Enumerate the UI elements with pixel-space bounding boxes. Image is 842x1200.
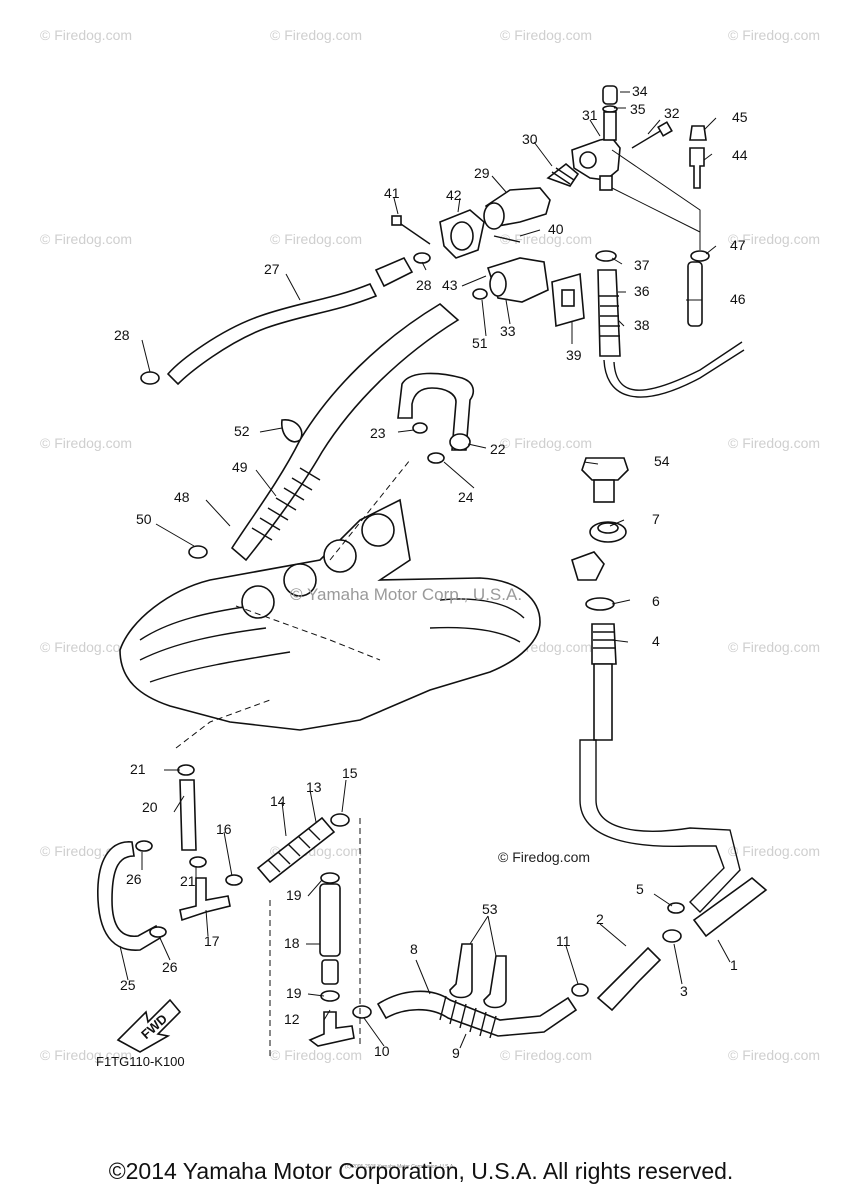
- watermark-text: © Firedog.com: [500, 1047, 592, 1063]
- part-number-label: 41: [384, 185, 400, 201]
- part-number-label: 18: [284, 935, 300, 951]
- watermark-text: © Firedog.com: [40, 639, 132, 655]
- watermark-text: © Firedog.com: [728, 843, 820, 859]
- part-number-label: 33: [500, 323, 516, 339]
- part-number-label: 6: [652, 593, 660, 609]
- part-number-label: 46: [730, 291, 746, 307]
- part-number-label: 26: [162, 959, 178, 975]
- part-number-label: 29: [474, 165, 490, 181]
- part-number-label: 10: [374, 1043, 390, 1059]
- part-number-label: 54: [654, 453, 670, 469]
- part-number-label: 37: [634, 257, 650, 273]
- watermark-text: © Firedog.com: [728, 639, 820, 655]
- firedog-callout: © Firedog.com: [498, 849, 590, 865]
- part-number-label: 47: [730, 237, 746, 253]
- parts-artwork: [97, 85, 768, 1060]
- watermark-text: © Firedog.com: [728, 231, 820, 247]
- part-number-label: 52: [234, 423, 250, 439]
- part-number-label: 38: [634, 317, 650, 333]
- part-number-label: 13: [306, 779, 322, 795]
- part-number-label: 24: [458, 489, 474, 505]
- part-number-label: 44: [732, 147, 748, 163]
- part-number-label: 3: [680, 983, 688, 999]
- part-number-label: 16: [216, 821, 232, 837]
- watermark-text: © Firedog.com: [728, 1047, 820, 1063]
- part-number-label: 9: [452, 1045, 460, 1061]
- part-number-label: 36: [634, 283, 650, 299]
- part-number-label: 21: [180, 873, 196, 889]
- part-number-label: 19: [286, 985, 302, 1001]
- part-number-label: 48: [174, 489, 190, 505]
- watermark-layer: © Firedog.com © Firedog.com © Firedog.com ©…: [40, 27, 820, 1063]
- part-number-label: 23: [370, 425, 386, 441]
- part-number-label: 22: [490, 441, 506, 457]
- watermark-text: © Firedog.com: [40, 27, 132, 43]
- part-number-label: 28: [416, 277, 432, 293]
- tiny-copyright-notice: (c) 2005-2015 Yamaha Motor Corporation, …: [345, 1164, 455, 1170]
- part-number-label: 14: [270, 793, 286, 809]
- watermark-text: © Firedog.com: [728, 435, 820, 451]
- part-number-label: 20: [142, 799, 158, 815]
- watermark-text: © Firedog.com: [500, 27, 592, 43]
- watermark-text: © Firedog.com: [40, 1047, 132, 1063]
- watermark-text: © Firedog.com: [270, 27, 362, 43]
- center-watermark: © Yamaha Motor Corp., U.S.A.: [290, 585, 522, 604]
- part-number-label: 27: [264, 261, 280, 277]
- part-number-label: 35: [630, 101, 646, 117]
- diagram-code: F1TG110-K100: [96, 1054, 185, 1069]
- part-number-label: 15: [342, 765, 358, 781]
- part-number-label: 21: [130, 761, 146, 777]
- part-number-label: 26: [126, 871, 142, 887]
- leader-lines: [119, 91, 731, 1049]
- part-number-label: 1: [730, 957, 738, 973]
- part-number-label: 32: [664, 105, 680, 121]
- copyright-footer: ©2014 Yamaha Motor Corporation, U.S.A. A…: [108, 1158, 734, 1184]
- part-number-label: 45: [732, 109, 748, 125]
- watermark-text: © Firedog.com: [270, 231, 362, 247]
- part-number-label: 43: [442, 277, 458, 293]
- part-number-label: 34: [632, 83, 648, 99]
- part-number-label: 42: [446, 187, 462, 203]
- watermark-text: © Firedog.com: [500, 231, 592, 247]
- part-number-label: 49: [232, 459, 248, 475]
- part-number-label: 7: [652, 511, 660, 527]
- part-number-label: 51: [472, 335, 488, 351]
- part-number-label: 28: [114, 327, 130, 343]
- part-number-label: 30: [522, 131, 538, 147]
- part-number-label: 8: [410, 941, 418, 957]
- part-number-label: 4: [652, 633, 660, 649]
- watermark-text: © Firedog.com: [270, 1047, 362, 1063]
- part-number-label: 5: [636, 881, 644, 897]
- part-number-label: 25: [120, 977, 136, 993]
- part-number-label: 31: [582, 107, 598, 123]
- part-number-label: 11: [556, 933, 571, 949]
- watermark-text: © Firedog.com: [40, 231, 132, 247]
- part-number-label: 17: [204, 933, 220, 949]
- part-number-label: 39: [566, 347, 582, 363]
- part-number-label: 50: [136, 511, 152, 527]
- watermark-text: © Firedog.com: [728, 27, 820, 43]
- watermark-text: © Firedog.com: [40, 435, 132, 451]
- part-number-label: 12: [284, 1011, 300, 1027]
- part-number-label: 19: [286, 887, 302, 903]
- watermark-text: © Firedog.com: [500, 435, 592, 451]
- part-number-label: 53: [482, 901, 498, 917]
- part-number-label: 2: [596, 911, 604, 927]
- part-number-label: 40: [548, 221, 564, 237]
